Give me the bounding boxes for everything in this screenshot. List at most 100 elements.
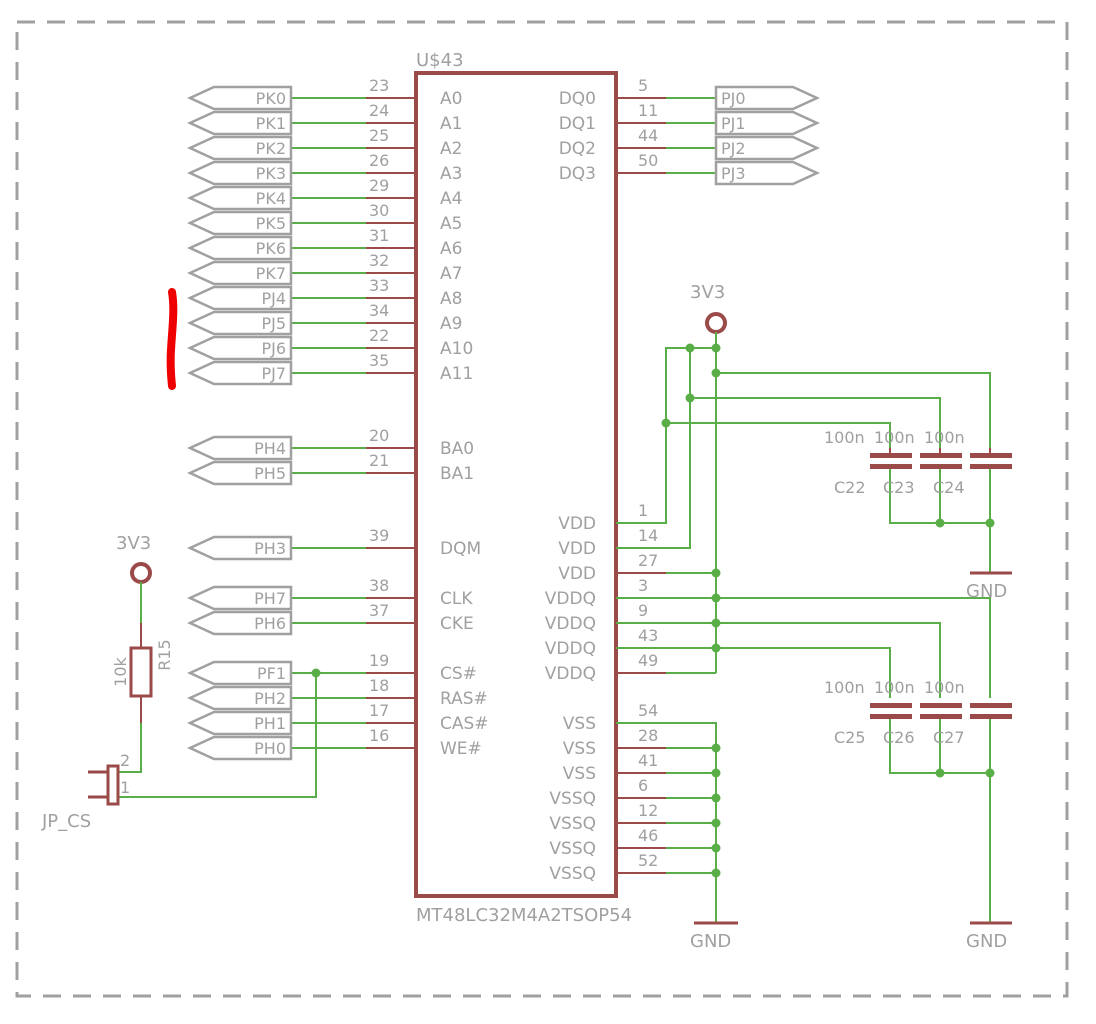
port-label: PK1: [256, 114, 286, 133]
pin-number: 23: [369, 76, 389, 95]
pin-name: VDDQ: [545, 589, 596, 609]
port-label: PJ4: [261, 289, 286, 308]
port-label: PH1: [254, 714, 286, 733]
port-connector[interactable]: [186, 735, 293, 761]
pin-name: A2: [440, 139, 462, 159]
pin-number: 49: [638, 651, 658, 670]
ic-right-pins: PJ05DQ0PJ111DQ1PJ244DQ2PJ350DQ31VDD14VDD…: [545, 76, 821, 884]
cap-c23-name: C23: [883, 478, 915, 497]
port-connector[interactable]: [186, 285, 293, 311]
port-label: PH2: [254, 689, 286, 708]
port-connector[interactable]: [186, 110, 293, 136]
cap-c22-value: 100n: [824, 428, 865, 447]
pin-name: RAS#: [440, 689, 488, 709]
port-label: PJ0: [721, 89, 746, 108]
port-connector[interactable]: [186, 235, 293, 261]
pin-name: A3: [440, 164, 462, 184]
resistor-r15-body[interactable]: [129, 646, 153, 698]
jumper-jp-cs[interactable]: [88, 764, 120, 806]
cap-c25-name: C25: [834, 728, 866, 747]
port-label: PJ7: [261, 364, 286, 383]
pin-name: VSS: [563, 739, 596, 759]
pin-name: VDDQ: [545, 614, 596, 634]
port-connector[interactable]: [186, 585, 293, 611]
port-label: PK5: [256, 214, 286, 233]
port-connector[interactable]: [186, 685, 293, 711]
pin-number: 29: [369, 176, 389, 195]
pin-number: 16: [369, 726, 389, 745]
port-connector[interactable]: [186, 610, 293, 636]
pin-name: A5: [440, 214, 462, 234]
pin-name: VSSQ: [549, 814, 596, 834]
resistor-value: 10k: [111, 656, 130, 686]
jumper-name: JP_CS: [41, 811, 91, 832]
pin-number: 25: [369, 126, 389, 145]
pin-name: VDD: [558, 564, 596, 584]
port-connector[interactable]: [186, 85, 293, 111]
port-connector[interactable]: [186, 310, 293, 336]
port-label: PK0: [256, 89, 286, 108]
junctions: [311, 343, 995, 878]
sheet-frame: [15, 20, 1069, 998]
cap-group-top: [870, 448, 1012, 469]
pin-number: 21: [369, 451, 389, 470]
pin-number: 20: [369, 426, 389, 445]
port-connector[interactable]: [714, 160, 821, 186]
ic-value: MT48LC32M4A2TSOP54: [416, 905, 632, 926]
ic-body[interactable]: [414, 71, 618, 898]
cap-c26-value: 100n: [874, 678, 915, 697]
port-label: PK4: [256, 189, 286, 208]
pin-name: CS#: [440, 664, 477, 684]
port-connector[interactable]: [186, 260, 293, 286]
port-connector[interactable]: [186, 435, 293, 461]
port-connector[interactable]: [186, 135, 293, 161]
pin-name: VDD: [558, 539, 596, 559]
pin-name: A8: [440, 289, 462, 309]
supply-3v3-left[interactable]: 3V3: [116, 533, 152, 584]
pin-number: 6: [638, 776, 648, 795]
port-connector[interactable]: [186, 160, 293, 186]
port-connector[interactable]: [186, 335, 293, 361]
pin-number: 38: [369, 576, 389, 595]
port-label: PH4: [254, 439, 286, 458]
port-label: PH5: [254, 464, 286, 483]
pin-number: 18: [369, 676, 389, 695]
supply-3v3-top[interactable]: 3V3: [690, 282, 727, 334]
pin-name: BA0: [440, 439, 474, 459]
cap-c25-value: 100n: [824, 678, 865, 697]
port-connector[interactable]: [186, 660, 293, 686]
port-connector[interactable]: [714, 85, 821, 111]
port-connector[interactable]: [186, 185, 293, 211]
port-connector[interactable]: [186, 210, 293, 236]
pin-number: 27: [638, 551, 658, 570]
pin-name: VSSQ: [549, 789, 596, 809]
port-connector[interactable]: [186, 710, 293, 736]
port-connector[interactable]: [714, 110, 821, 136]
port-label: PJ1: [721, 114, 746, 133]
pin-name: DQ1: [559, 114, 596, 134]
port-connector[interactable]: [186, 535, 293, 561]
port-label: PH7: [254, 589, 286, 608]
port-connector[interactable]: [186, 360, 293, 386]
port-connector[interactable]: [186, 460, 293, 486]
port-connector[interactable]: [714, 135, 821, 161]
